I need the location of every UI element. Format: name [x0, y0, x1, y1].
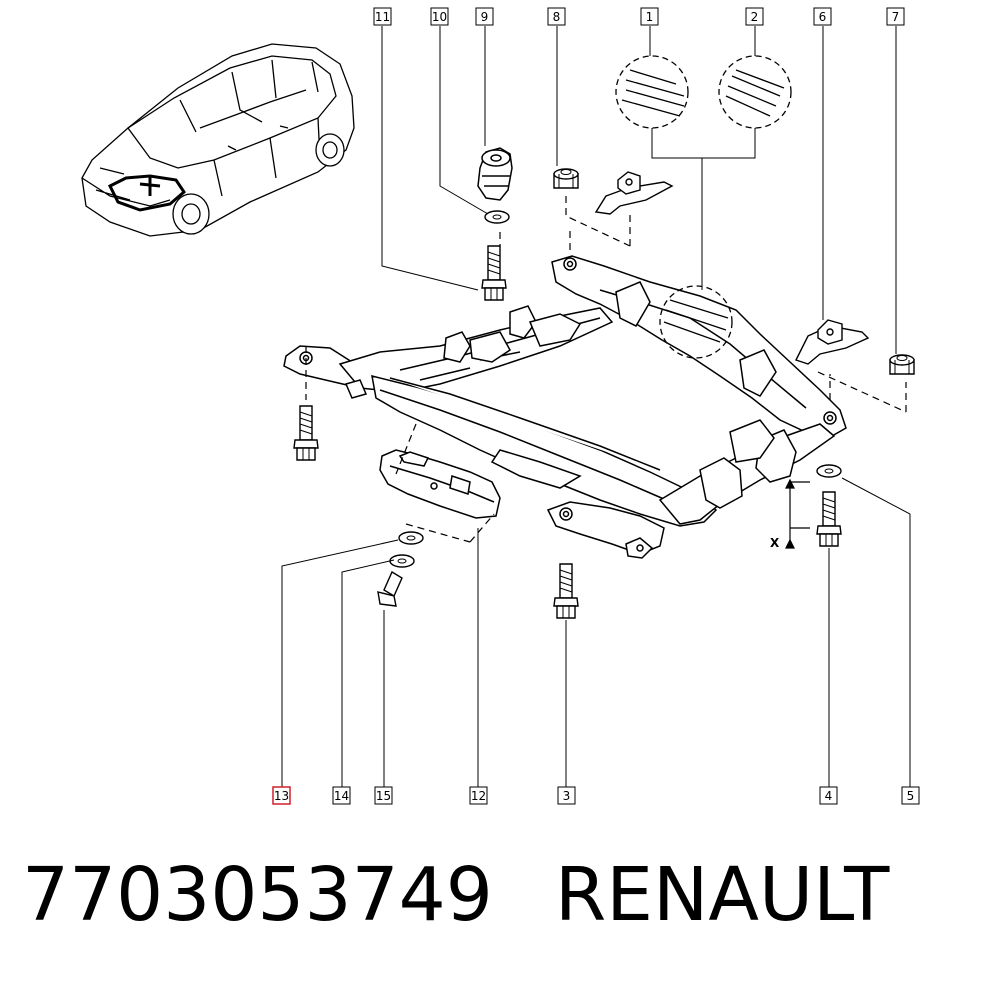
- callout-8: 8: [547, 7, 566, 26]
- leader-lines: [281, 26, 911, 795]
- plate-bracket-right: [795, 319, 870, 365]
- bracket-12: [379, 449, 501, 519]
- plate-bracket-upper: [594, 171, 674, 215]
- brand-name: RENAULT: [554, 852, 890, 938]
- alignment-dashes: [305, 196, 907, 543]
- callout-13[interactable]: 13: [272, 786, 291, 805]
- car-thumbnail: [81, 43, 355, 237]
- washer-14: [389, 554, 415, 568]
- rubber-bush-9: [477, 147, 513, 201]
- nut-7: [889, 354, 915, 375]
- svg-text:4: 4: [825, 789, 833, 803]
- callout-15: 15: [374, 786, 393, 805]
- bolt-15: [377, 570, 403, 607]
- svg-text:15: 15: [376, 789, 391, 803]
- callout-4: 4: [819, 786, 838, 805]
- callout-11: 11: [373, 7, 392, 26]
- svg-text:10: 10: [432, 10, 447, 24]
- svg-text:14: 14: [334, 789, 349, 803]
- dimension-x-label: X: [770, 536, 780, 550]
- bolt-3: [553, 563, 579, 619]
- bolt-4: [816, 491, 842, 547]
- nut-8: [553, 168, 579, 189]
- svg-text:12: 12: [471, 789, 486, 803]
- callout-12: 12: [469, 786, 488, 805]
- subframe-crossmember: [283, 255, 847, 559]
- callout-7: 7: [886, 7, 905, 26]
- callout-6: 6: [813, 7, 832, 26]
- dimension-x-marker: [785, 478, 810, 549]
- svg-text:1: 1: [646, 10, 654, 24]
- svg-text:9: 9: [481, 10, 489, 24]
- bolt-left: [293, 405, 319, 461]
- svg-text:13: 13: [274, 789, 289, 803]
- svg-text:2: 2: [751, 10, 759, 24]
- callout-10: 10: [430, 7, 449, 26]
- svg-text:5: 5: [907, 789, 915, 803]
- svg-text:11: 11: [375, 10, 390, 24]
- svg-text:7: 7: [892, 10, 900, 24]
- callout-2: 2: [745, 7, 764, 26]
- callout-14: 14: [332, 786, 351, 805]
- callout-3: 3: [557, 786, 576, 805]
- callout-1: 1: [640, 7, 659, 26]
- detail-circles: [615, 55, 792, 359]
- washer-5: [816, 464, 842, 478]
- washer-10: [484, 210, 510, 224]
- washer-13: [398, 531, 424, 545]
- callout-5: 5: [901, 786, 920, 805]
- bolt-11: [481, 245, 507, 301]
- callout-9: 9: [475, 7, 494, 26]
- svg-text:6: 6: [819, 10, 827, 24]
- svg-text:3: 3: [563, 789, 571, 803]
- part-number: 7703053749: [22, 852, 493, 938]
- svg-text:8: 8: [553, 10, 561, 24]
